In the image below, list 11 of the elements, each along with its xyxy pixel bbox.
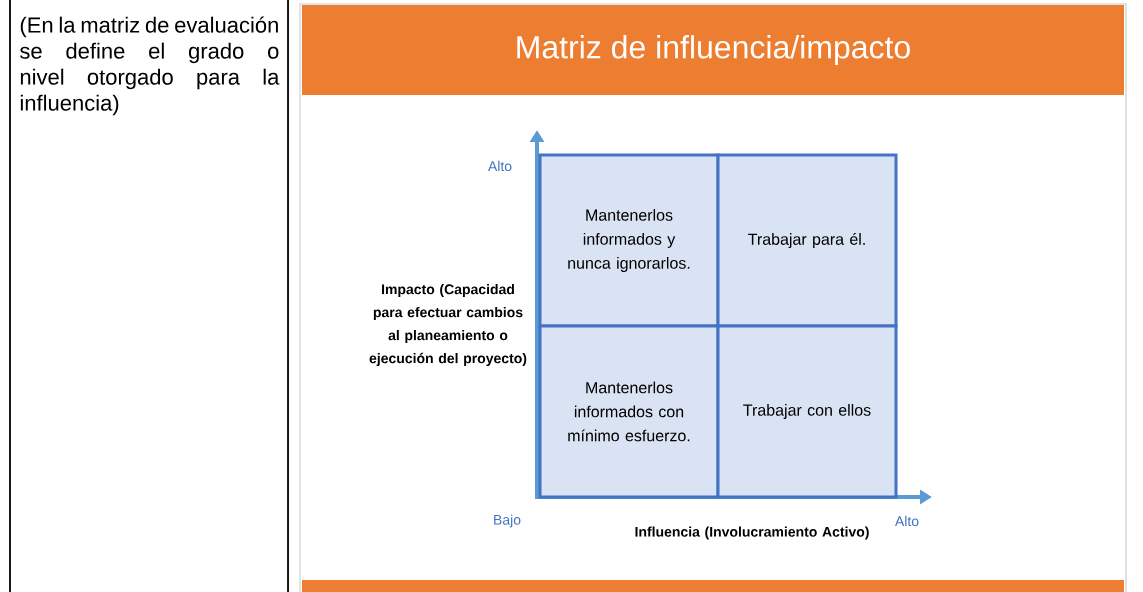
- table-cell: (En la matriz de evaluación se define el grado o nivel otorgado para la influencia): [9, 0, 289, 592]
- axis-label: Alto: [895, 515, 919, 527]
- axis-label: Alto: [488, 160, 512, 172]
- axis-label: Bajo: [494, 514, 521, 528]
- quadrant-box: Trabajar con ellos: [716, 324, 898, 499]
- quadrant-box: Mantenerlos informados y nunca ignorarlos.: [538, 153, 720, 328]
- quadrant-box: Mantenerlos informados con mínimo esfuerzo.: [538, 324, 720, 499]
- quadrant-box: Trabajar para él.: [716, 153, 898, 328]
- axis-title: Influencia (Involucramiento Activo): [635, 526, 869, 540]
- axis-title: Impacto (Capacidad para efectuar cambios al planeamiento o ejecución del proyecto): [369, 284, 527, 367]
- title-band: Matriz de influencia/impacto: [302, 5, 1124, 95]
